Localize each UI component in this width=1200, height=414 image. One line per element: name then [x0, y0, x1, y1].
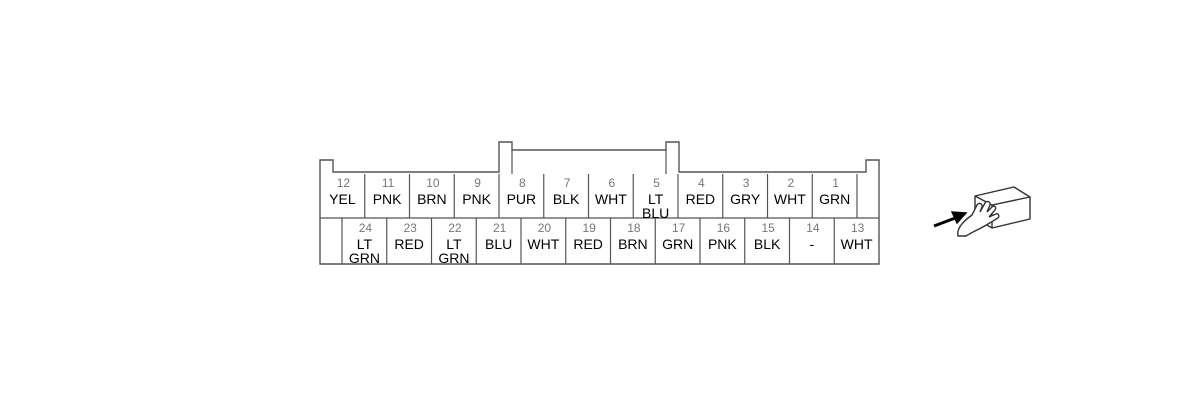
pin-number: 9 — [474, 176, 481, 190]
wire-color: LT — [357, 236, 373, 252]
wire-color: - — [810, 236, 815, 252]
wire-color: WHT — [527, 236, 559, 252]
pin-number: 12 — [337, 176, 351, 190]
wire-color: GRN — [662, 236, 693, 252]
wire-color: WHT — [841, 236, 873, 252]
pin-number: 17 — [672, 221, 686, 235]
wire-color: RED — [573, 236, 603, 252]
pin-number: 24 — [359, 221, 373, 235]
bottom-row-pin-14: 14- — [806, 218, 835, 264]
pin-number: 19 — [582, 221, 596, 235]
pin-number: 16 — [717, 221, 731, 235]
wire-color: BLU — [485, 236, 512, 252]
wire-color: BLK — [553, 191, 580, 207]
pin-number: 1 — [832, 176, 839, 190]
wire-color: LT — [648, 191, 664, 207]
wire-color: LT — [446, 236, 462, 252]
wire-color: GRY — [730, 191, 761, 207]
pin-number: 2 — [788, 176, 795, 190]
wire-color: GRN — [349, 250, 380, 266]
pin-number: 23 — [403, 221, 417, 235]
bottom-row-cells: 24LTGRN23RED22LTGRN21BLU20WHT19RED18BRN1… — [349, 218, 873, 266]
hand-pointing-connector-icon — [933, 186, 1031, 237]
wire-color: PNK — [373, 191, 402, 207]
wire-color: YEL — [329, 191, 356, 207]
pin-number: 15 — [761, 221, 775, 235]
wire-color: GRN — [438, 250, 469, 266]
wire-color: WHT — [595, 191, 627, 207]
pin-number: 5 — [653, 176, 660, 190]
wire-color: RED — [686, 191, 716, 207]
connector-housing — [319, 141, 880, 265]
wire-color: BRN — [417, 191, 447, 207]
wire-color: BLK — [754, 236, 781, 252]
wire-color: PNK — [708, 236, 737, 252]
wire-color: GRN — [819, 191, 850, 207]
top-row-cells: 12YEL11PNK10BRN9PNK8PUR7BLK6WHT5LTBLU4RE… — [329, 174, 850, 221]
pin-number: 20 — [538, 221, 552, 235]
pin-number: 13 — [851, 221, 865, 235]
pin-number: 10 — [426, 176, 440, 190]
pin-number: 18 — [627, 221, 641, 235]
wire-color: BLU — [642, 205, 669, 221]
pin-number: 21 — [493, 221, 507, 235]
wire-color: PNK — [462, 191, 491, 207]
pin-number: 14 — [806, 221, 820, 235]
pin-number: 11 — [382, 176, 395, 190]
pin-number: 6 — [609, 176, 616, 190]
wire-color: PUR — [507, 191, 537, 207]
pin-number: 8 — [519, 176, 526, 190]
pin-number: 4 — [698, 176, 705, 190]
wire-color: WHT — [774, 191, 806, 207]
pin-number: 3 — [743, 176, 750, 190]
wire-color: BRN — [618, 236, 648, 252]
pin-number: 22 — [448, 221, 462, 235]
wire-color: RED — [394, 236, 424, 252]
pin-number: 7 — [564, 176, 571, 190]
